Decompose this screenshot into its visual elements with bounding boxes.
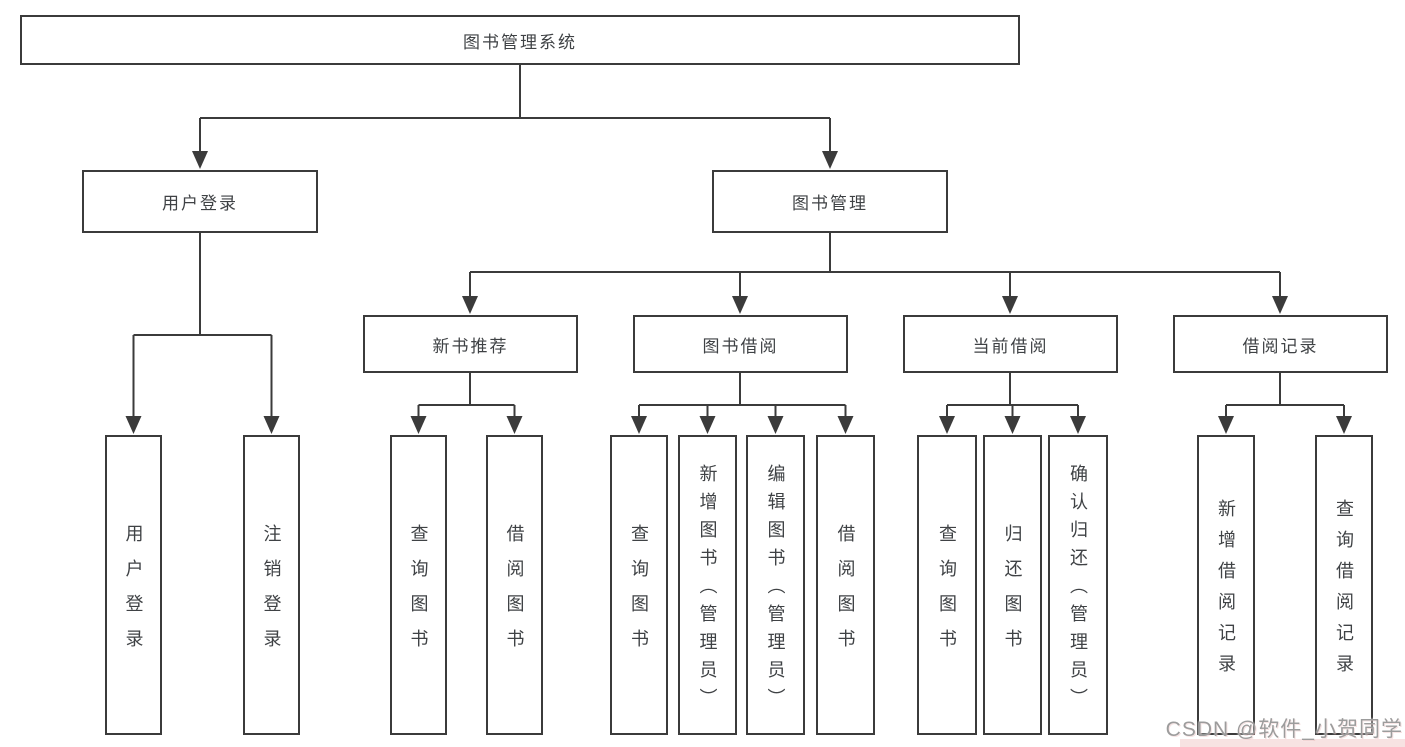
node-label: 借阅记录 (1242, 336, 1319, 356)
connector-borrow-records-to-leaves (1225, 373, 1345, 417)
leaf-return-books: 归还图书 (983, 435, 1042, 735)
connector-current-borrow-to-leaves (946, 373, 1079, 417)
node-label: 用户登录 (162, 194, 238, 213)
node-library-management-system: 图书管理系统 (20, 15, 1020, 65)
leaf-logout: 注销登录 (243, 435, 300, 735)
node-label: 新书推荐 (432, 336, 509, 356)
connector-user-login-to-leaves (132, 233, 273, 417)
arrow-down-icon (263, 416, 280, 434)
node-label: 当前借阅 (972, 336, 1049, 356)
node-label: 查询图书 (937, 523, 957, 664)
leaf-add-borrow-record: 新增借阅记录 (1197, 435, 1255, 735)
arrow-down-icon (837, 416, 854, 434)
arrow-down-icon (822, 151, 838, 169)
leaf-add-books-admin: 新增图书（管理员） (678, 435, 737, 735)
arrow-down-icon (699, 416, 716, 434)
leaf-confirm-return-admin: 确认归还（管理员） (1048, 435, 1108, 735)
node-label: 借阅图书 (835, 523, 856, 664)
node-label: 用户登录 (123, 523, 144, 664)
arrow-down-icon (631, 416, 647, 434)
node-label: 查询借阅记录 (1334, 498, 1354, 685)
arrow-down-icon (1218, 416, 1234, 434)
node-label: 确认归还（管理员） (1068, 464, 1088, 716)
node-label: 新增借阅记录 (1216, 498, 1236, 685)
arrow-down-icon (732, 296, 748, 314)
leaf-query-books-recommend: 查询图书 (390, 435, 447, 735)
node-label: 图书管理 (792, 194, 868, 213)
watermark-highlight (1180, 739, 1405, 747)
leaf-query-books-borrowing: 查询图书 (610, 435, 668, 735)
connector-new-book-rec-to-leaves (417, 373, 516, 417)
leaf-query-books-current: 查询图书 (917, 435, 977, 735)
arrow-down-icon (410, 416, 427, 434)
arrow-down-icon (192, 151, 208, 169)
node-label: 编辑图书（管理员） (765, 464, 786, 716)
node-current-borrowing: 当前借阅 (903, 315, 1118, 373)
node-user-login: 用户登录 (82, 170, 318, 233)
arrow-down-icon (1004, 416, 1021, 434)
node-label: 查询图书 (408, 523, 429, 664)
leaf-query-borrow-record: 查询借阅记录 (1315, 435, 1373, 735)
arrow-down-icon (462, 296, 478, 314)
node-label: 新增图书（管理员） (697, 464, 718, 716)
arrow-down-icon (125, 416, 142, 434)
arrow-down-icon (1336, 416, 1352, 434)
leaf-edit-books-admin: 编辑图书（管理员） (746, 435, 805, 735)
node-label: 注销登录 (261, 523, 282, 664)
arrow-down-icon (1070, 416, 1086, 434)
node-label: 归还图书 (1002, 523, 1023, 664)
connector-book-borrow-to-leaves (638, 373, 847, 417)
connector-root-to-level2 (199, 65, 831, 152)
node-new-book-recommendation: 新书推荐 (363, 315, 578, 373)
node-book-management: 图书管理 (712, 170, 948, 233)
node-borrowing-records: 借阅记录 (1173, 315, 1388, 373)
arrow-down-icon (1272, 296, 1288, 314)
node-label: 图书管理系统 (463, 32, 577, 52)
leaf-borrow-books-recommend: 借阅图书 (486, 435, 543, 735)
watermark: CSDN @软件_小贺同学 (1165, 718, 1403, 741)
connector-lines (132, 65, 1345, 417)
node-label: 借阅图书 (504, 523, 525, 664)
arrow-down-icon (767, 416, 784, 434)
connector-book-mgmt-to-level3 (469, 233, 1281, 297)
connector-arrowheads (125, 151, 1352, 434)
leaf-user-login: 用户登录 (105, 435, 162, 735)
node-book-borrowing: 图书借阅 (633, 315, 848, 373)
leaf-borrow-books-borrowing: 借阅图书 (816, 435, 875, 735)
arrow-down-icon (1002, 296, 1018, 314)
node-label: 查询图书 (629, 523, 649, 664)
node-label: 图书借阅 (702, 336, 779, 356)
arrow-down-icon (939, 416, 955, 434)
arrow-down-icon (506, 416, 523, 434)
